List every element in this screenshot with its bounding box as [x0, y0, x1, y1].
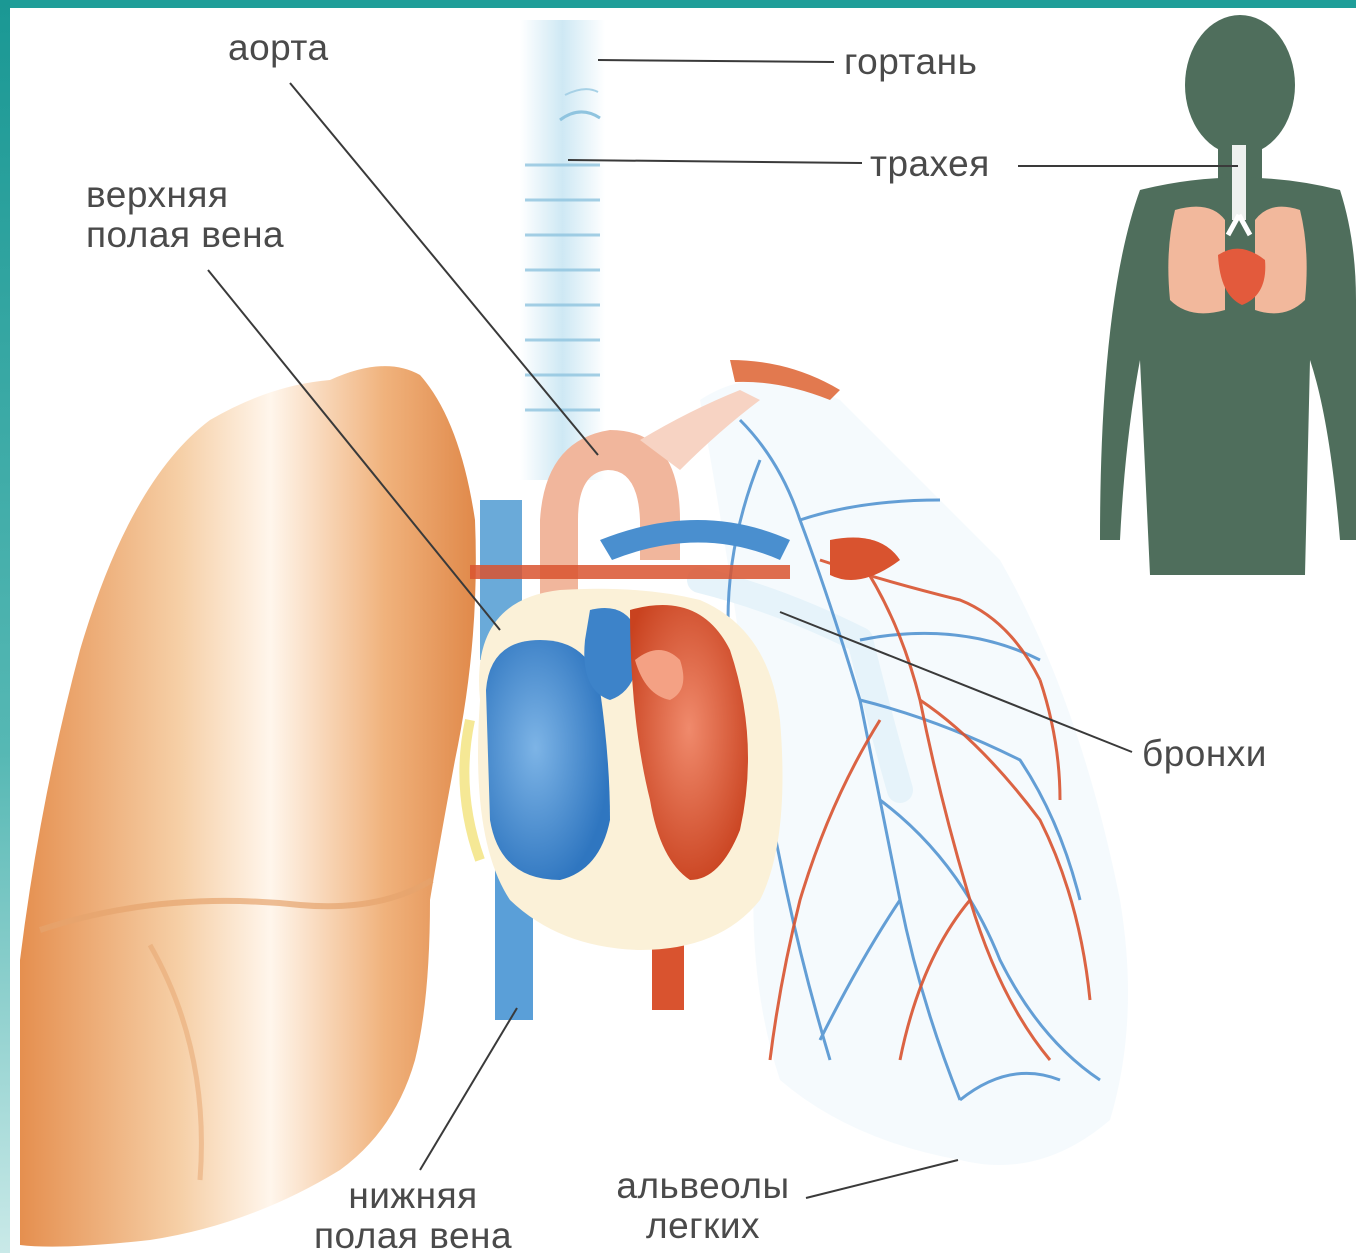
label-alveoli: альвеолы легких	[600, 1166, 806, 1246]
label-inferior-vena-cava-line2: полая вена	[298, 1216, 528, 1253]
lung-shape	[20, 366, 476, 1247]
heart	[464, 589, 782, 950]
label-trachea: трахея	[870, 144, 990, 184]
label-inferior-vena-cava: нижняя полая вена	[298, 1176, 528, 1253]
label-alveoli-line2: легких	[600, 1206, 806, 1246]
label-bronchi: бронхи	[1142, 734, 1267, 774]
body-silhouette	[1100, 15, 1356, 575]
label-superior-vena-cava: верхняя полая вена	[86, 175, 284, 255]
label-alveoli-line1: альвеолы	[600, 1166, 806, 1206]
label-larynx: гортань	[844, 42, 977, 82]
label-superior-vena-cava-line1: верхняя	[86, 175, 284, 215]
label-inferior-vena-cava-line1: нижняя	[298, 1176, 528, 1216]
label-aorta: аорта	[228, 28, 329, 68]
label-superior-vena-cava-line2: полая вена	[86, 215, 284, 255]
